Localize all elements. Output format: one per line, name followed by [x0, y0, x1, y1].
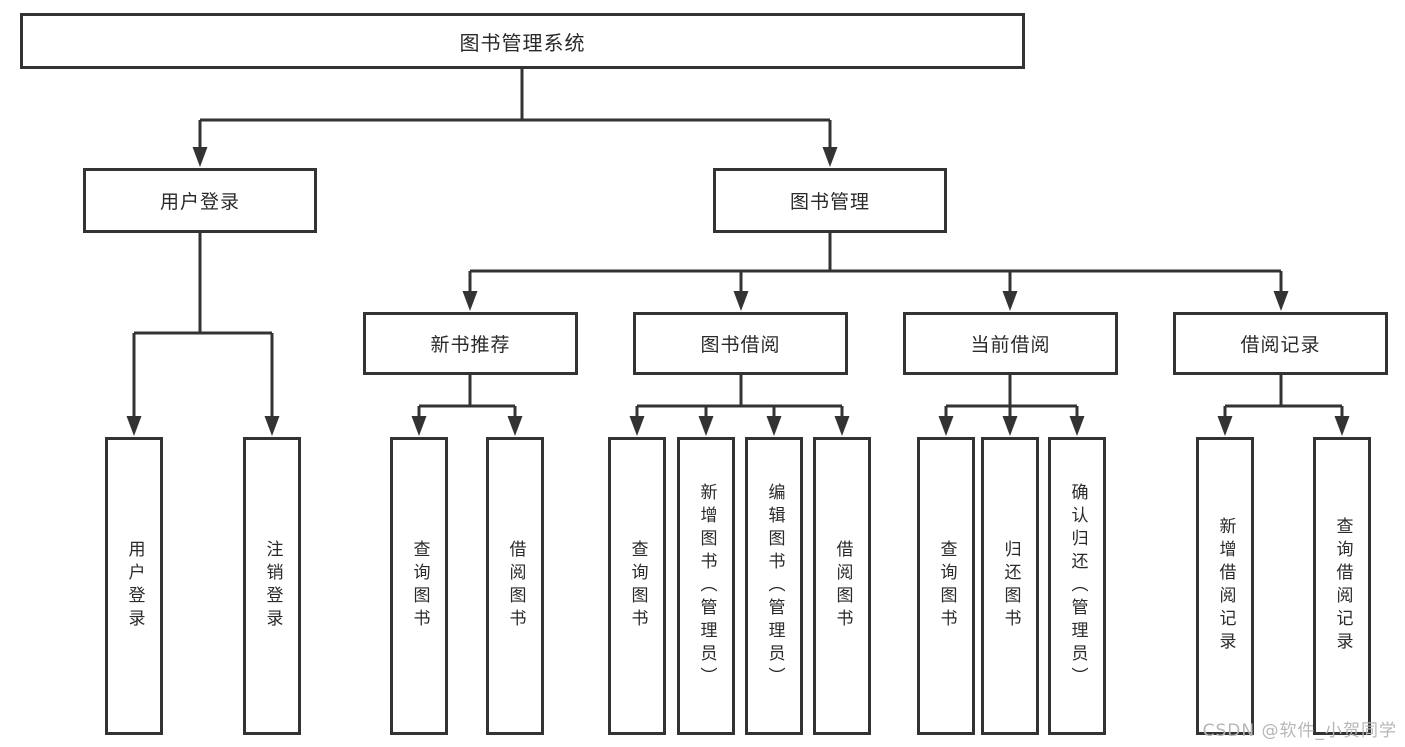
node-leaf-query-books-1: 查询图书	[390, 437, 448, 735]
arrowhead-down-icon	[1002, 291, 1018, 311]
node-leaf-logout: 注销登录	[243, 437, 301, 735]
arrowhead-down-icon	[264, 416, 280, 436]
arrowhead-down-icon	[698, 416, 714, 436]
node-leaf-return-book: 归还图书	[981, 437, 1039, 735]
node-user-login: 用户登录	[83, 168, 317, 233]
arrowhead-down-icon	[834, 416, 850, 436]
node-leaf-borrow-books-2: 借阅图书	[813, 437, 871, 735]
arrowhead-down-icon	[1273, 291, 1289, 311]
node-borrow-records: 借阅记录	[1173, 312, 1388, 375]
arrowhead-down-icon	[938, 416, 954, 436]
arrowheads	[126, 147, 1350, 436]
node-leaf-add-borrow-record: 新增借阅记录	[1196, 437, 1254, 735]
arrowhead-down-icon	[1002, 416, 1018, 436]
node-leaf-query-books-3: 查询图书	[917, 437, 975, 735]
node-leaf-add-book-admin: 新增图书（管理员）	[677, 437, 735, 735]
arrowhead-down-icon	[192, 147, 208, 167]
node-book-borrow: 图书借阅	[633, 312, 848, 375]
node-leaf-edit-book-admin: 编辑图书（管理员）	[745, 437, 803, 735]
arrowhead-down-icon	[1217, 416, 1233, 436]
arrowhead-down-icon	[1069, 416, 1085, 436]
node-leaf-query-borrow-record: 查询借阅记录	[1313, 437, 1371, 735]
node-book-management: 图书管理	[713, 168, 947, 233]
node-leaf-user-login: 用户登录	[105, 437, 163, 735]
arrowhead-down-icon	[822, 147, 838, 167]
arrowhead-down-icon	[1334, 416, 1350, 436]
arrowhead-down-icon	[462, 291, 478, 311]
arrowhead-down-icon	[629, 416, 645, 436]
node-leaf-borrow-books-1: 借阅图书	[486, 437, 544, 735]
arrowhead-down-icon	[411, 416, 427, 436]
arrowhead-down-icon	[507, 416, 523, 436]
node-current-borrow: 当前借阅	[903, 312, 1118, 375]
node-new-book-recommend: 新书推荐	[363, 312, 578, 375]
arrowhead-down-icon	[126, 416, 142, 436]
node-leaf-confirm-return-admin: 确认归还（管理员）	[1048, 437, 1106, 735]
node-leaf-query-books-2: 查询图书	[608, 437, 666, 735]
arrowhead-down-icon	[733, 291, 749, 311]
tree-edges	[132, 69, 1344, 418]
arrowhead-down-icon	[766, 416, 782, 436]
node-library-management-system: 图书管理系统	[20, 13, 1025, 69]
watermark: CSDN @软件_小贺同学	[1202, 721, 1397, 741]
